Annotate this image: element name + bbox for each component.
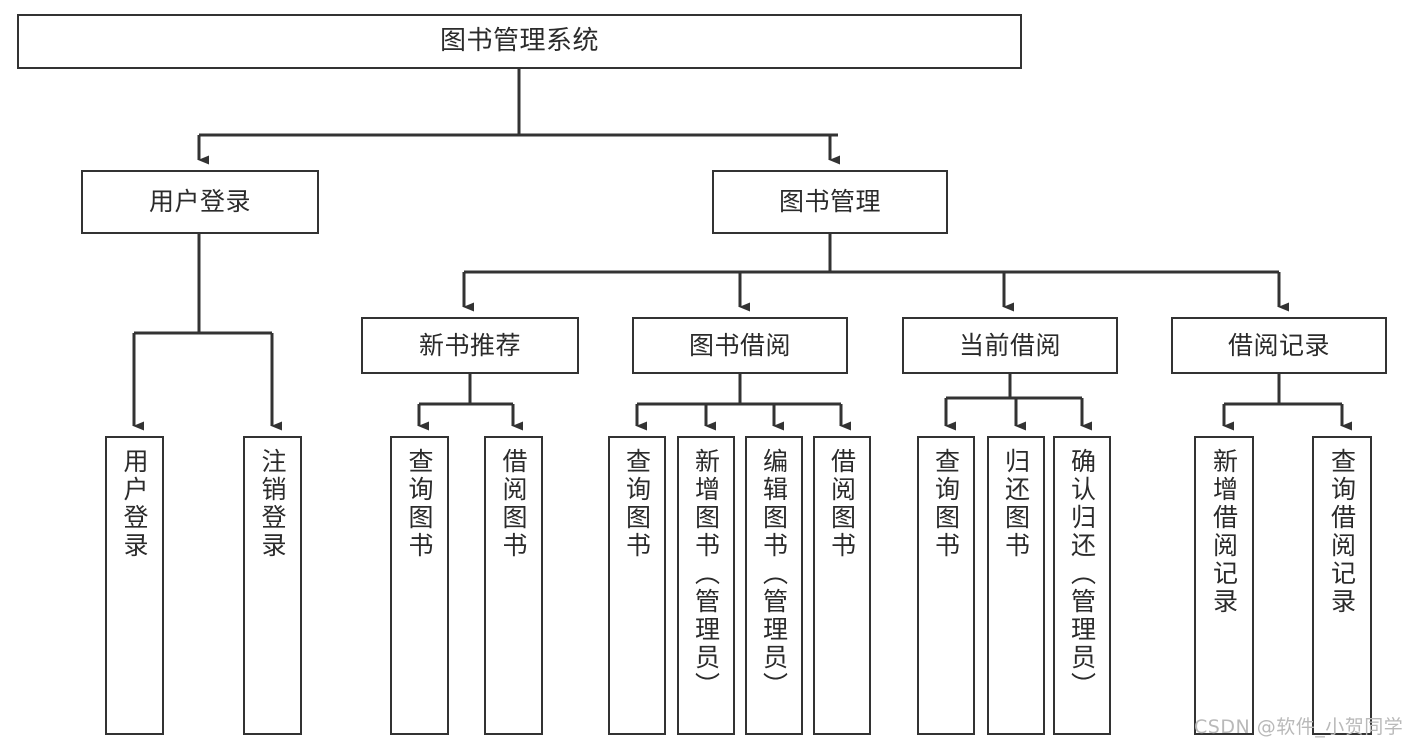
node-label: 当前借阅 (958, 330, 1061, 360)
leaf-lend-book[interactable]: 借阅图书 (813, 436, 871, 735)
node-label: 查询图书 (622, 448, 652, 560)
node-label: 注销登录 (258, 448, 287, 560)
node-label: 借阅图书 (827, 448, 857, 560)
node-label: 用户登录 (148, 187, 251, 217)
leaf-return-book[interactable]: 归还图书 (987, 436, 1045, 735)
node-new-book-recommend[interactable]: 新书推荐 (361, 317, 579, 374)
node-user-login[interactable]: 用户登录 (81, 170, 319, 234)
leaf-logout[interactable]: 注销登录 (243, 436, 302, 735)
node-root-book-management-system[interactable]: 图书管理系统 (17, 14, 1022, 69)
node-label: 用户登录 (120, 448, 149, 560)
node-label: 图书管理 (778, 187, 881, 217)
leaf-query-books-newbooks[interactable]: 查询图书 (390, 436, 449, 735)
leaf-user-login[interactable]: 用户登录 (105, 436, 164, 735)
node-label: 新增借阅记录 (1209, 448, 1239, 616)
leaf-query-books-borrow[interactable]: 查询图书 (608, 436, 666, 735)
node-current-borrow[interactable]: 当前借阅 (902, 317, 1118, 374)
node-book-management[interactable]: 图书管理 (712, 170, 948, 234)
node-label: 查询借阅记录 (1327, 448, 1357, 616)
node-label: 编辑图书（管理员） (759, 448, 789, 700)
leaf-add-borrow-record[interactable]: 新增借阅记录 (1194, 436, 1254, 735)
leaf-edit-book-admin[interactable]: 编辑图书（管理员） (745, 436, 803, 735)
node-label: 借阅图书 (499, 448, 528, 560)
node-label: 新书推荐 (418, 330, 521, 360)
leaf-confirm-return-admin[interactable]: 确认归还（管理员） (1053, 436, 1111, 735)
node-label: 确认归还（管理员） (1067, 448, 1097, 700)
node-label: 新增图书（管理员） (691, 448, 721, 700)
node-label: 归还图书 (1001, 448, 1031, 560)
node-book-borrow[interactable]: 图书借阅 (632, 317, 848, 374)
node-label: 查询图书 (405, 448, 434, 560)
node-label: 图书借阅 (688, 330, 791, 360)
leaf-add-book-admin[interactable]: 新增图书（管理员） (677, 436, 735, 735)
node-label: 查询图书 (931, 448, 961, 560)
node-borrow-records[interactable]: 借阅记录 (1171, 317, 1387, 374)
node-label: 图书管理系统 (439, 26, 599, 57)
leaf-query-borrow-record[interactable]: 查询借阅记录 (1312, 436, 1372, 735)
leaf-query-books-current[interactable]: 查询图书 (917, 436, 975, 735)
node-label: 借阅记录 (1227, 330, 1330, 360)
csdn-watermark: CSDN @软件_小贺同学 (1194, 716, 1404, 738)
leaf-borrow-books-newbooks[interactable]: 借阅图书 (484, 436, 543, 735)
